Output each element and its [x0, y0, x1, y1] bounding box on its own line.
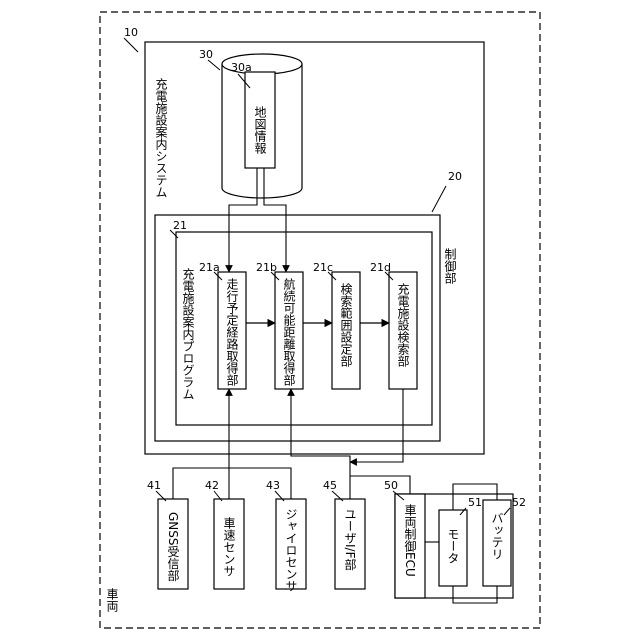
module-ref-21d: 21d [370, 261, 391, 274]
device-ref-42: 42 [205, 479, 219, 492]
program-ref: 21 [173, 219, 187, 232]
module-label-21b: 航続可能距離取得部 [282, 277, 296, 386]
device-ref-51: 51 [468, 496, 482, 509]
vehicle-ref-leader [124, 38, 138, 52]
controller-label: 制御部 [443, 248, 457, 284]
device-label-43: ジャイロセンサ [284, 508, 298, 592]
vehicle-label: 車両 [105, 588, 119, 613]
map-info-ref: 30a [231, 61, 252, 74]
module-label-21a: 走行予定経路取得部 [225, 278, 239, 386]
device-label-41: GNSS受信部 [166, 512, 180, 582]
system-box [145, 42, 484, 454]
device-ref-45: 45 [323, 479, 337, 492]
device-label-52: バッテリ [490, 512, 504, 560]
device-label-50: 車両制御ECU [403, 504, 417, 577]
module-label-21c: 検索範囲設定部 [339, 283, 353, 367]
module-ref-21a: 21a [199, 261, 220, 274]
database-ref-leader [208, 60, 220, 70]
vehicle-ref: 10 [124, 26, 138, 39]
module-ref-21c: 21c [313, 261, 333, 274]
device-ref-43: 43 [266, 479, 280, 492]
device-label-51: モータ [446, 528, 460, 564]
module-ref-21b: 21b [256, 261, 277, 274]
device-ref-50: 50 [384, 479, 398, 492]
device-label-42: 車速センサ [222, 517, 236, 577]
device-ref-41: 41 [147, 479, 161, 492]
database-ref: 30 [199, 48, 213, 61]
module-label-21d: 充電施設検索部 [396, 282, 410, 367]
controller-ref-leader [432, 186, 446, 212]
system-label: 充電施設案内システム [154, 77, 168, 198]
program-label: 充電施設案内プログラム [181, 267, 195, 400]
controller-ref: 20 [448, 170, 462, 183]
device-ref-52: 52 [512, 496, 526, 509]
device-label-45: ユーザI/F部 [343, 508, 357, 570]
map-info-label: 地図情報 [253, 106, 267, 155]
